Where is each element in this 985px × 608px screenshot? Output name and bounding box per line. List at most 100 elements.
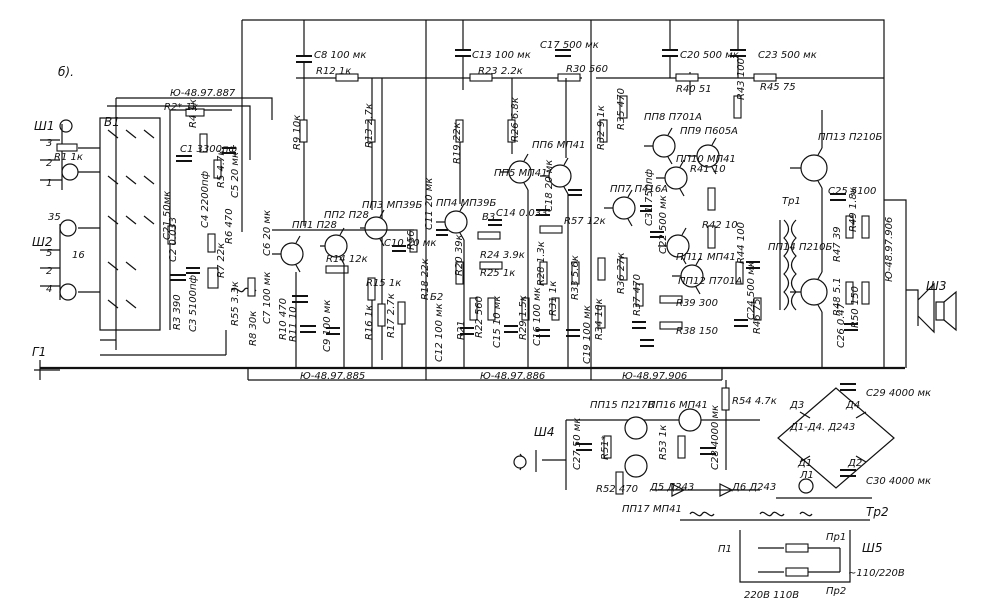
resistor-r7: R7 22к	[216, 243, 227, 278]
transistor-pp1: ПП1 П28	[292, 220, 337, 231]
resistor-r11: R11 10	[288, 306, 299, 342]
resistor-r8: R8 30к	[248, 311, 259, 346]
connector-sh1: Ш1	[34, 119, 54, 133]
capacitor-c23: C23 500 мк	[758, 50, 817, 61]
transistor-pp7: ПП7 П416А	[610, 184, 668, 195]
resistor-r23: R23 2.2к	[478, 66, 523, 77]
resistor-r57: R57 12к	[564, 216, 606, 227]
input-section	[34, 108, 257, 380]
resistor-r20: R20 39к	[454, 234, 465, 276]
transistor-pp6: ПП6 МП41	[532, 140, 585, 151]
lamp-l1: Л1	[799, 470, 814, 481]
resistor-r53: R53 1к	[658, 425, 669, 460]
connector-sh4: Ш4	[534, 425, 554, 439]
capacitor-c22: C22 500 мк	[658, 195, 669, 254]
capacitor-c14: C14 0.033	[496, 208, 548, 219]
bridge-label: Д1-Д4. Д243	[789, 422, 855, 433]
resistor-r31: R31 1к	[548, 281, 559, 316]
capacitor-c25: C25 5100	[828, 186, 876, 197]
resistor-r36: R36 27к	[616, 252, 627, 294]
misc-labels: Тр1 Тр2 Д1-Д4. Д243 Д5 Д243 Д6 Д243 Д3 Д…	[649, 196, 905, 601]
resistor-r25: R25 1к	[480, 268, 515, 279]
board-ref-bottom-3: Ю-48.97.906	[622, 371, 687, 382]
capacitor-c16: C16 100 мк	[532, 287, 543, 346]
pin-sh2-5: 5	[46, 248, 52, 259]
capacitor-c10: C10 20 мк	[384, 238, 436, 249]
capacitor-c8: C8 100 мк	[314, 50, 366, 61]
resistor-r6: R6 470	[224, 208, 235, 244]
resistor-r42: R42 10	[702, 220, 738, 231]
pin-sh1-3: 3	[46, 138, 52, 149]
resistor-r22: R22 560	[474, 296, 485, 338]
capacitor-c18: C18 20 мк	[544, 160, 555, 212]
capacitor-c6: C6 20 мк	[262, 210, 273, 256]
resistor-r26: R26 6.8к	[510, 97, 521, 142]
connector-sh3: Ш3	[926, 279, 946, 293]
transistor-pp5: ПП5 МП41	[494, 168, 547, 179]
capacitor-c5: C5 20 мк	[230, 152, 241, 198]
capacitor-c7: C7 100 мк	[262, 272, 273, 324]
resistor-r55: R55 3.3к	[230, 281, 241, 326]
transistor-pp4: ПП4 МП39Б	[436, 198, 496, 209]
resistor-r40: R40 51	[676, 84, 712, 95]
capacitor-c3: C3 5100пф	[188, 274, 199, 332]
label-16: 16	[72, 250, 85, 261]
resistor-r4: R4 1к	[188, 99, 199, 128]
rails	[40, 19, 905, 381]
transformer-tr2: Тр2	[866, 505, 889, 519]
resistor-r17: R17 2.7к	[386, 293, 397, 338]
labels: б). Ю-48.97.887 Ю-48.97.885 Ю-48.97.886 …	[32, 65, 946, 555]
resistor-r34: R34 10к	[594, 298, 605, 340]
pin-sh2-2: 2	[46, 266, 52, 277]
resistor-r43: R43 100	[736, 58, 747, 100]
capacitor-c20: C20 500 мк	[680, 50, 739, 61]
capacitor-c30: C30 4000 мк	[866, 476, 931, 487]
capacitor-c29: C29 4000 мк	[866, 388, 931, 399]
resistor-r33: R33 5.6к	[570, 255, 581, 300]
transistor-pp16: ПП16 МП41	[648, 400, 708, 411]
capacitor-c27: C27 50 мк	[572, 418, 583, 470]
bottom-voltages: 220В 110В	[744, 590, 799, 601]
diode-d6: Д6 Д243	[731, 482, 776, 493]
transistor-pp3: ПП3 МП39Б	[362, 200, 422, 211]
resistor-r18: R18 22к	[420, 258, 431, 300]
resistor-r16: R16 1к	[364, 305, 375, 340]
resistor-r56: R56	[406, 230, 417, 250]
switch-v2: Б2	[430, 292, 443, 303]
stage-2	[436, 20, 582, 368]
transistor-pp9: ПП9 П605А	[680, 126, 738, 137]
capacitor-c28: C28 4000 мк	[710, 405, 721, 470]
resistor-r24: R24 3.9к	[480, 250, 525, 261]
resistor-r5: R5 4.7к	[216, 150, 227, 188]
capacitor-c9: C9 100 мк	[322, 300, 333, 352]
resistor-r13: R13 2.7к	[364, 103, 375, 148]
resistor-r1: R1 1к	[54, 152, 83, 163]
resistor-r39: R39 300	[676, 298, 718, 309]
resistor-r28: R28 1.3к	[536, 241, 547, 286]
transistor-pp12: ПП12 П701А	[678, 276, 743, 287]
transistor-pp10: ПП10 МП41	[676, 154, 736, 165]
resistor-r21: R21	[456, 320, 467, 340]
diode-d5: Д5 Д243	[649, 482, 694, 493]
capacitor-c11: C11 20 мк	[424, 178, 435, 230]
board-ref-top-left: Ю-48.97.887	[170, 88, 236, 99]
fuse-pr1: Пр1	[826, 532, 846, 543]
resistor-r15: R15 1к	[366, 278, 401, 289]
switch-v3: В3	[482, 212, 495, 223]
diode-d3: Д3	[789, 400, 804, 411]
resistor-r3: R3 390	[172, 294, 183, 330]
resistor-r9: R9 10к	[292, 115, 303, 150]
pin-sh2-4: 4	[46, 284, 52, 295]
label-35: 35	[48, 212, 61, 223]
transistor-pp14: ПП14 П210Б	[768, 242, 833, 253]
fuse-pr2: Пр2	[826, 586, 846, 597]
resistor-r52: R52 470	[596, 484, 638, 495]
diode-d2: Д2	[847, 458, 862, 469]
transistor-pp2: ПП2 П28	[324, 210, 369, 221]
resistor-r35: R35 470	[616, 88, 627, 130]
resistor-r19: R19 22к	[452, 122, 463, 164]
diode-d1: Д1	[797, 458, 812, 469]
